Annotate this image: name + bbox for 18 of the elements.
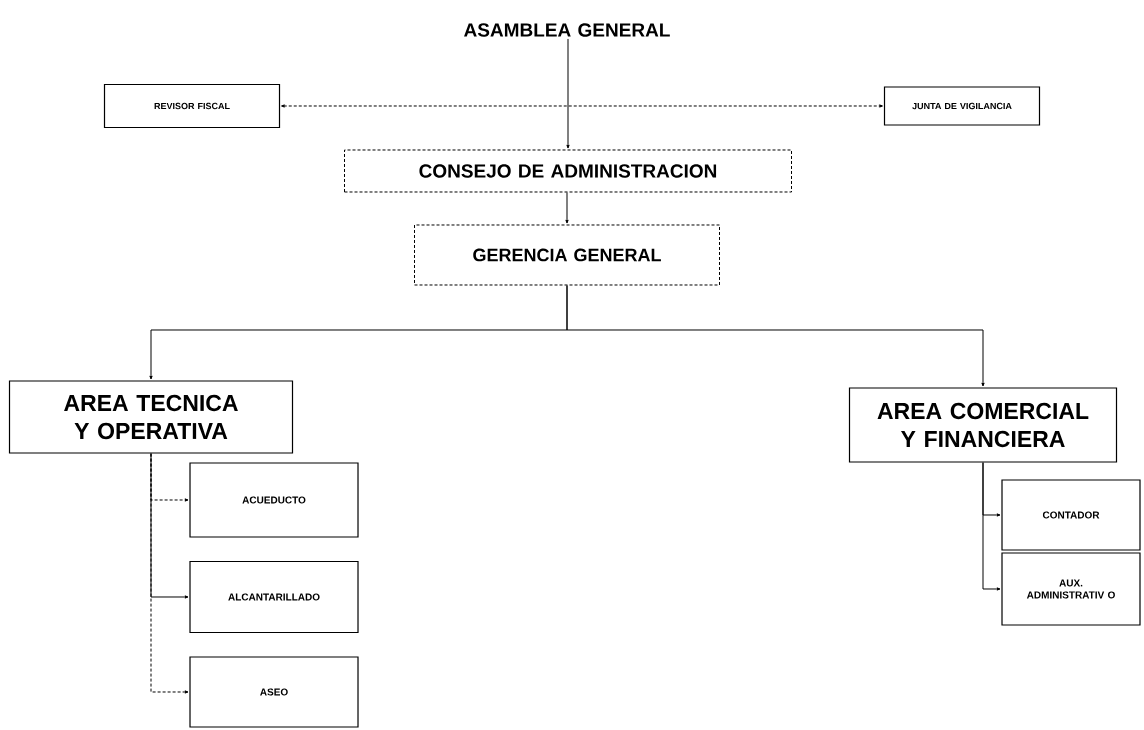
org-box: CONTADOR	[1001, 479, 1141, 551]
dashed-arrow	[150, 453, 189, 694]
arrow	[565, 192, 569, 224]
org-box: AREA COMERCIAL Y FINANCIERA	[848, 387, 1118, 463]
arrow	[566, 285, 985, 387]
heading-text: ASAMBLEA GENERAL	[464, 23, 670, 37]
org-box: ACUEDUCTO	[189, 462, 359, 538]
org-box: ASEO	[189, 656, 359, 728]
dashed-arrow	[281, 104, 883, 108]
org-box: ALCANTARILLADO	[189, 560, 359, 634]
org-box: REVISOR FISCAL	[103, 83, 281, 129]
org-box: CONSEJO DE ADMINISTRACION	[344, 149, 792, 193]
arrow	[566, 38, 570, 149]
org-box: AUX. ADMINISTRATIV O	[1001, 552, 1141, 626]
org-box: JUNTA DE VIGILANCIA	[883, 86, 1041, 126]
arrow	[982, 462, 1001, 591]
org-box: AREA TECNICA Y OPERATIVA	[8, 380, 294, 454]
org-box: GERENCIA GENERAL	[414, 224, 720, 286]
